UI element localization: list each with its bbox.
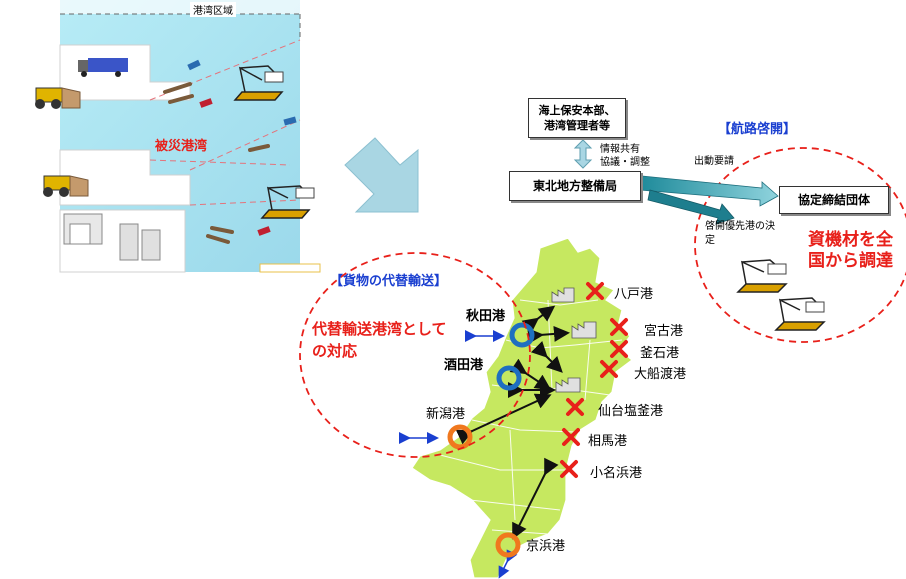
ofunato-damage-x (600, 360, 618, 378)
sakata-port-label: 酒田港 (444, 358, 484, 373)
keihin-port-label: 京浜港 (526, 539, 566, 554)
dispatch-request-label: 出動要請 (694, 156, 734, 167)
cargo-response-text: 代替輸送港湾としての対応 (312, 320, 447, 360)
onahama-damage-x (560, 460, 578, 478)
sendai-damage-x (566, 398, 584, 416)
hq-box: 海上保安本部、港湾管理者等 (528, 98, 626, 138)
onahama-port-label: 小名浜港 (590, 466, 643, 481)
port-inset-illustration (35, 0, 321, 273)
zone-label: 港湾区域 (190, 2, 236, 17)
tohoku-map (399, 237, 633, 579)
akita-port-marker (509, 322, 535, 348)
sakata-port-marker (496, 365, 522, 391)
sendai-port-label: 仙台塩釜港 (598, 404, 664, 419)
info-share-label: 情報共有 (600, 144, 640, 155)
consult-label: 協議・調整 (600, 157, 650, 168)
route-dashed-circle (694, 147, 906, 343)
hq-box-text: 海上保安本部、港湾管理者等 (538, 104, 616, 132)
akita-port-label: 秋田港 (466, 309, 506, 324)
route-clearing-title: 【航路啓開】 (718, 122, 797, 137)
priority-decision-label: 啓開優先港の決定 (705, 221, 775, 246)
kamaishi-damage-x (610, 340, 628, 358)
hachinohe-damage-x (586, 282, 604, 300)
keihin-port-marker (495, 532, 521, 558)
ofunato-port-label: 大船渡港 (634, 367, 687, 382)
hachinohe-port-label: 八戸港 (614, 287, 654, 302)
niigata-port-label: 新潟港 (426, 407, 466, 422)
miyako-port-label: 宮古港 (644, 324, 684, 339)
miyako-damage-x (610, 318, 628, 336)
damaged-port-label: 被災港湾 (155, 139, 208, 154)
materials-text: 資機材を全国から調達 (808, 230, 893, 271)
transition-arrow (344, 137, 419, 213)
bureau-box: 東北地方整備局 (509, 171, 641, 201)
agreement-box: 協定締結団体 (779, 186, 889, 214)
cargo-title: 【貨物の代替輸送】 (330, 274, 448, 289)
soma-damage-x (562, 428, 580, 446)
soma-port-label: 相馬港 (588, 434, 628, 449)
coordination-flow (573, 139, 826, 331)
niigata-port-marker (447, 424, 473, 450)
cargo-dashed-circle (299, 252, 531, 458)
kamaishi-port-label: 釜石港 (640, 346, 680, 361)
